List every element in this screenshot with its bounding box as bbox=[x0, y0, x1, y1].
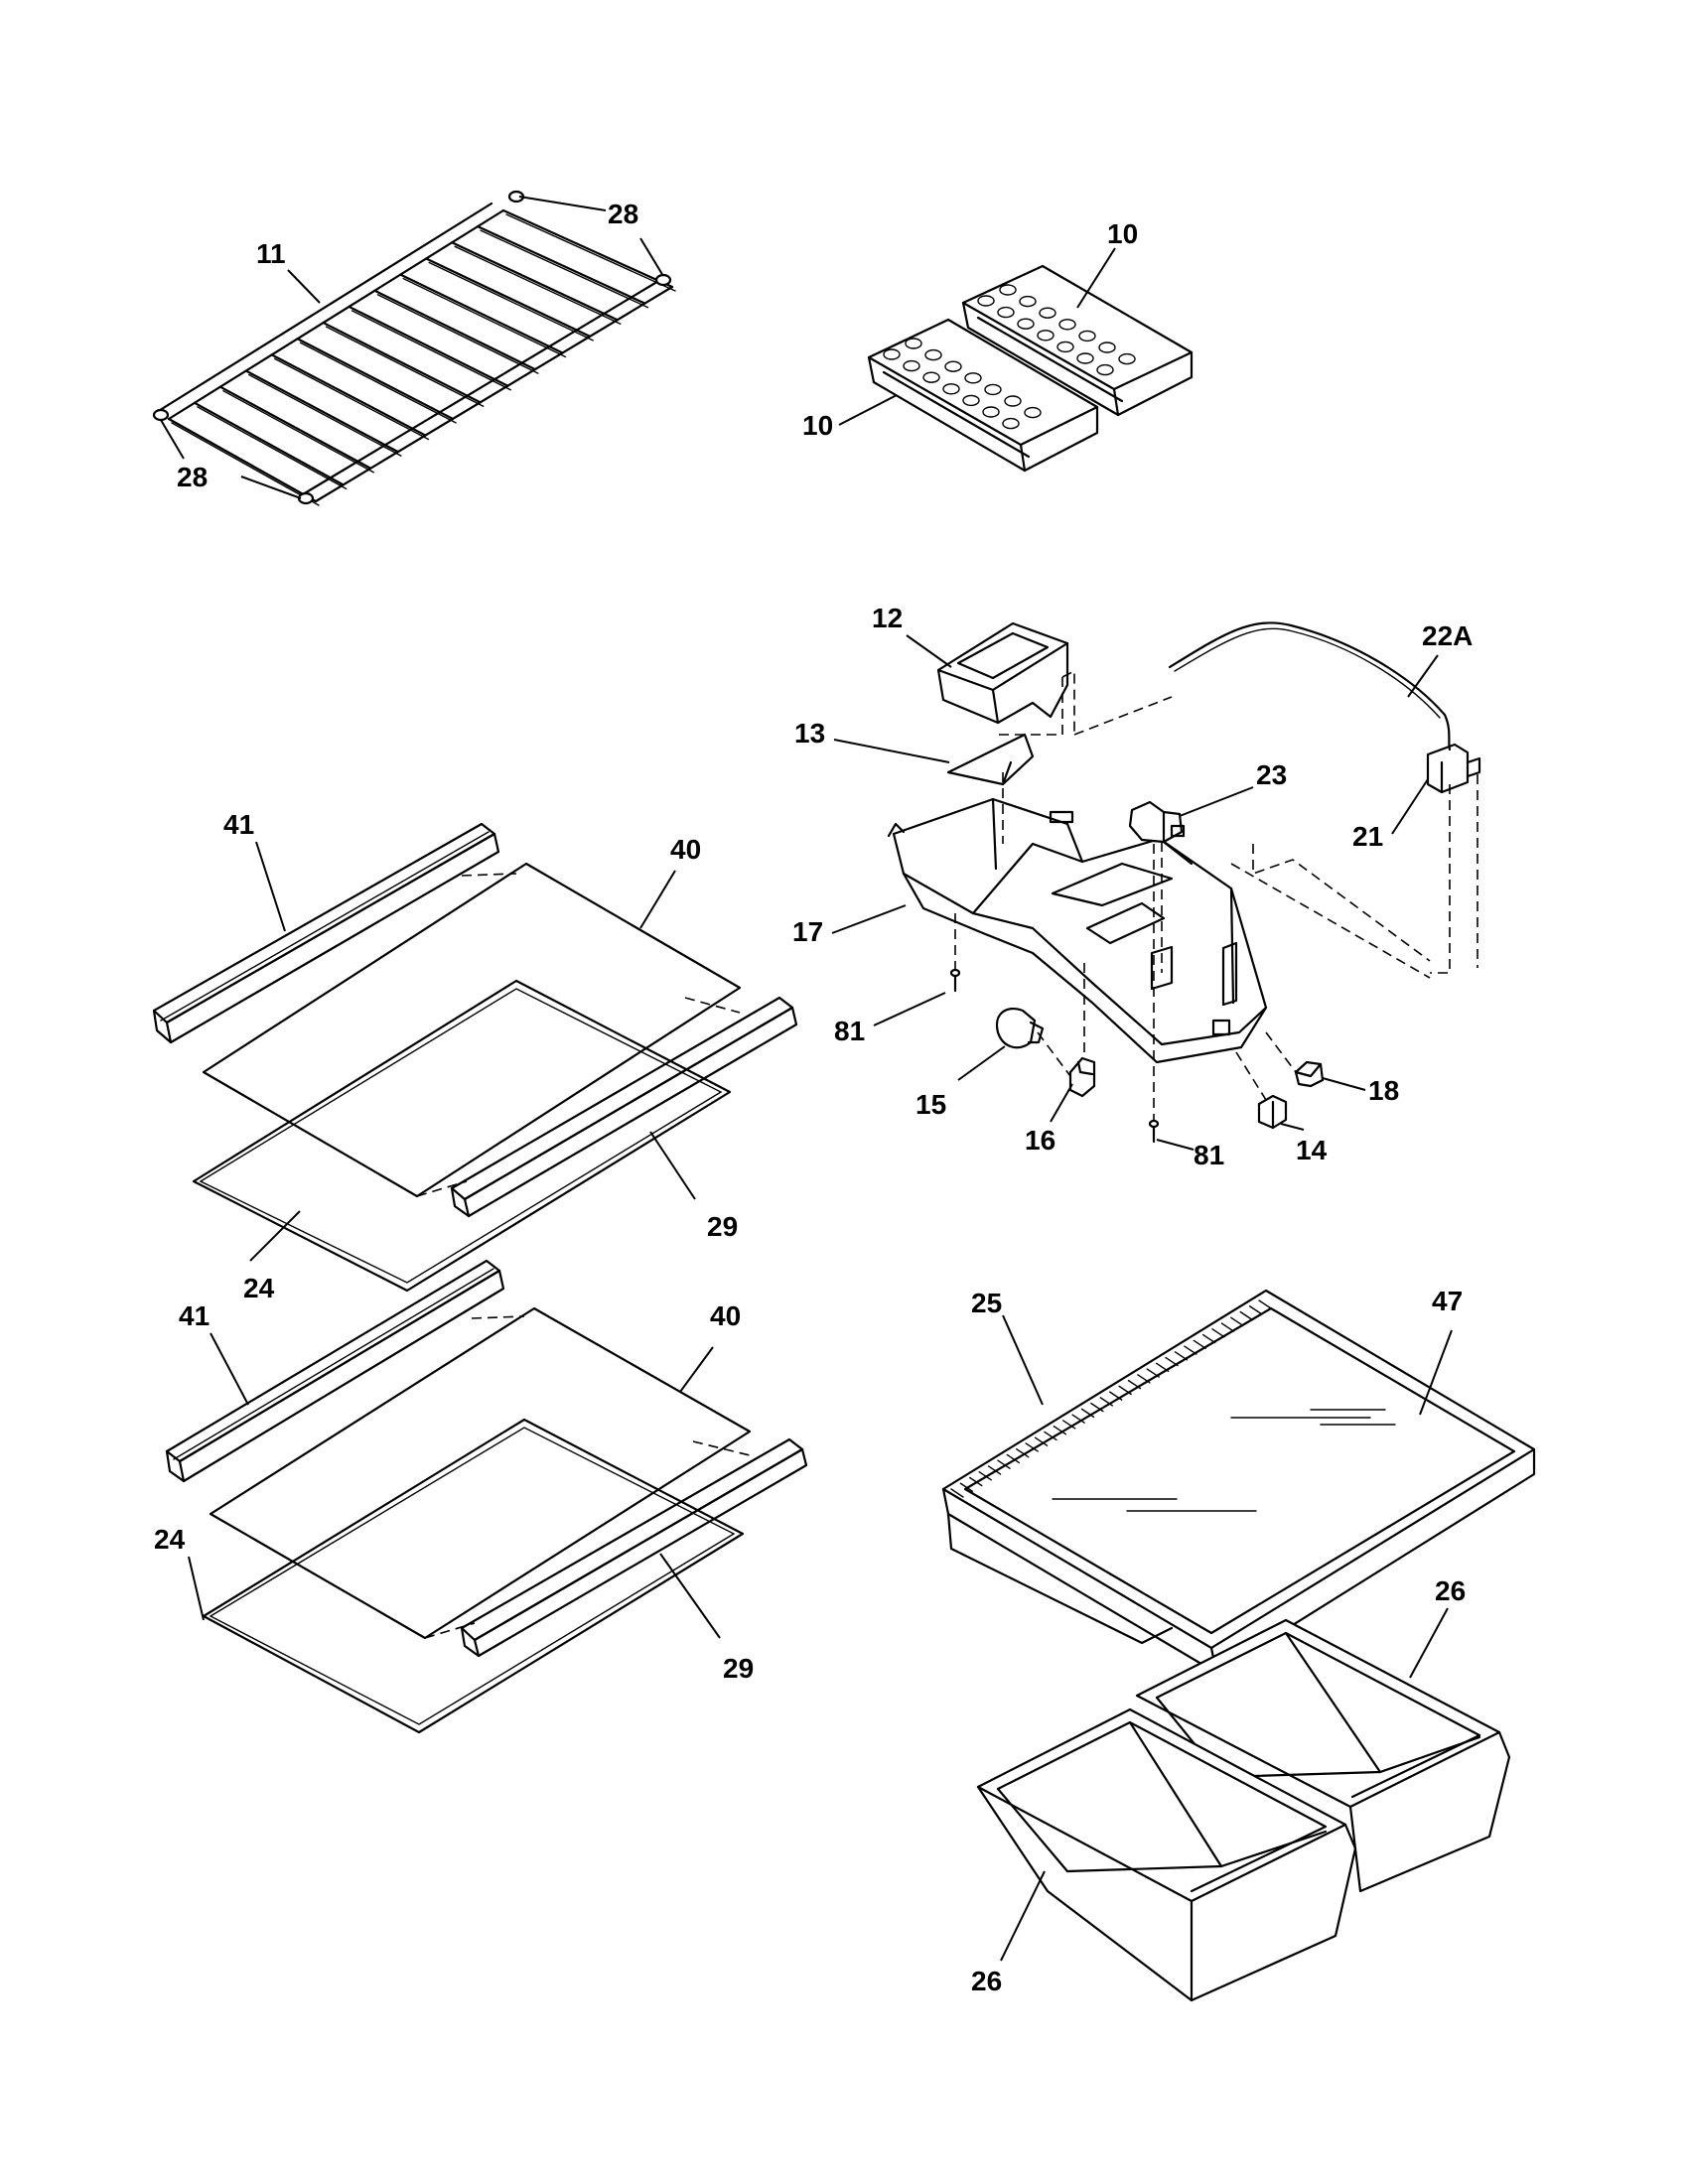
shelf-frame-part-24-lower bbox=[202, 1418, 745, 1734]
callout-12: 12 bbox=[872, 603, 903, 633]
callout-26: 26 bbox=[1435, 1575, 1466, 1606]
crisper-cover-glass-part-47 bbox=[1052, 1409, 1396, 1512]
light-bulb-part-15 bbox=[995, 1007, 1045, 1049]
light-switch-part-14 bbox=[1257, 1094, 1288, 1130]
ice-tray-part-10-rear bbox=[961, 264, 1194, 417]
sensor-part-21 bbox=[1426, 743, 1481, 794]
light-housing-part-17 bbox=[887, 797, 1268, 1064]
callout-17: 17 bbox=[792, 916, 823, 947]
callout-10: 10 bbox=[1107, 218, 1138, 249]
callout-47: 47 bbox=[1432, 1286, 1463, 1316]
crisper-drawer-part-26-rear bbox=[1135, 1618, 1511, 1893]
glass-shelf-part-40-upper bbox=[202, 862, 742, 1198]
callout-28: 28 bbox=[608, 199, 638, 229]
callout-labels: 11 28 28 10 10 12 22A 13 23 21 17 81 15 … bbox=[154, 199, 1473, 1996]
callout-21: 21 bbox=[1352, 821, 1383, 852]
lower-shelf-dashed-lines bbox=[424, 1315, 751, 1639]
leader-lines bbox=[160, 196, 1453, 1962]
callout-14: 14 bbox=[1296, 1135, 1328, 1165]
ice-tray-part-10-front bbox=[867, 318, 1099, 473]
callout-24: 24 bbox=[243, 1273, 275, 1303]
callout-40: 40 bbox=[710, 1300, 741, 1331]
callout-41: 41 bbox=[223, 809, 254, 840]
dispenser-chute-part-12 bbox=[936, 621, 1069, 725]
callout-24: 24 bbox=[154, 1524, 186, 1555]
callout-23: 23 bbox=[1256, 759, 1287, 790]
shelf-rail-part-41-lower bbox=[165, 1259, 505, 1483]
callout-81: 81 bbox=[1194, 1140, 1224, 1170]
callout-16: 16 bbox=[1025, 1125, 1055, 1156]
shelf-frame-part-24-upper bbox=[192, 979, 732, 1293]
callout-22A: 22A bbox=[1422, 620, 1473, 651]
chute-flap-part-13 bbox=[946, 733, 1035, 786]
callout-10: 10 bbox=[802, 410, 833, 441]
screw-part-81 bbox=[949, 968, 1160, 1144]
shelf-rail-part-29-lower bbox=[460, 1437, 808, 1658]
assembly-dashed-lines bbox=[954, 669, 1478, 1120]
wire-shelf-part-11 bbox=[155, 202, 676, 506]
callout-40: 40 bbox=[670, 834, 701, 865]
callout-81: 81 bbox=[834, 1016, 865, 1046]
timer-switch-part-23 bbox=[1128, 800, 1186, 844]
upper-shelf-dashed-lines bbox=[416, 873, 741, 1197]
glass-shelf-part-40-lower bbox=[209, 1306, 752, 1640]
shelf-rail-part-41-upper bbox=[152, 822, 500, 1044]
wire-harness-part-22A bbox=[1168, 621, 1452, 751]
callout-25: 25 bbox=[971, 1288, 1002, 1318]
callout-11: 11 bbox=[256, 238, 286, 269]
crisper-drawer-part-26-front bbox=[976, 1707, 1357, 2002]
light-shield-part-18 bbox=[1294, 1060, 1325, 1088]
callout-18: 18 bbox=[1368, 1075, 1399, 1106]
callout-28: 28 bbox=[177, 462, 208, 492]
callout-26: 26 bbox=[971, 1966, 1002, 1996]
light-socket-part-16 bbox=[1068, 1056, 1096, 1098]
callout-15: 15 bbox=[915, 1089, 946, 1120]
callout-13: 13 bbox=[794, 718, 825, 749]
callout-29: 29 bbox=[723, 1653, 754, 1684]
callout-29: 29 bbox=[707, 1211, 738, 1242]
callout-41: 41 bbox=[179, 1300, 210, 1331]
